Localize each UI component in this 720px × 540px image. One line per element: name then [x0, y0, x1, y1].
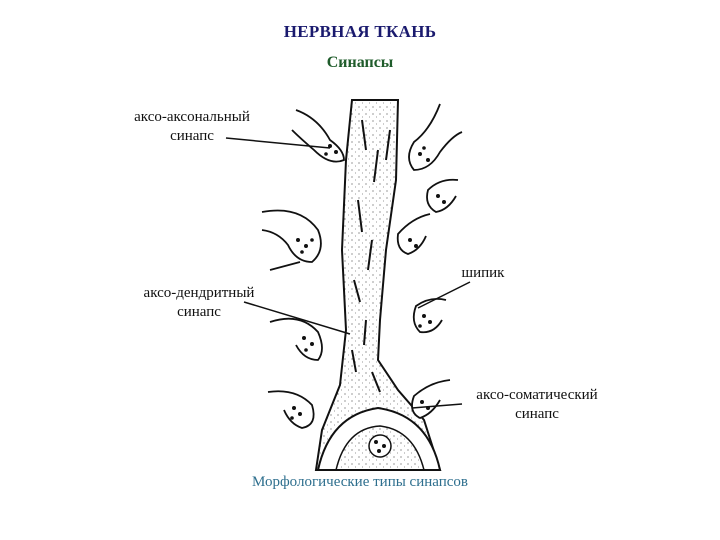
label-spine: шипик [461, 265, 505, 281]
leader-lines [225, 137, 471, 409]
page-subtitle: Синапсы [326, 54, 394, 71]
leader-spine [417, 281, 471, 309]
synapse-boutons-left [261, 109, 345, 429]
label-axo-somatic-line2: синапс [515, 406, 559, 422]
synapse-boutons-right [396, 103, 463, 419]
label-axo-axonal-line2: синапс [170, 128, 214, 144]
leader-axo-dendritic [243, 301, 351, 335]
label-axo-dendritic: аксо-дендритный синапс [124, 284, 274, 322]
label-axo-dendritic-line1: аксо-дендритный [143, 285, 255, 301]
label-axo-somatic-line1: аксо-соматический [476, 387, 598, 403]
label-axo-dendritic-line2: синапс [177, 304, 221, 320]
leader-axo-somatic [411, 403, 463, 409]
leader-axo-axonal [225, 137, 331, 149]
figure-caption: Морфологические типы синапсов [252, 474, 468, 490]
label-axo-somatic: аксо-соматический синапс [452, 386, 622, 424]
label-axo-axonal: аксо-аксональный синапс [112, 108, 272, 146]
nucleolus [368, 434, 392, 458]
page-title: НЕРВНАЯ ТКАНЬ [283, 22, 437, 41]
label-axo-axonal-line1: аксо-аксональный [134, 109, 250, 125]
mitochondria [351, 119, 391, 393]
